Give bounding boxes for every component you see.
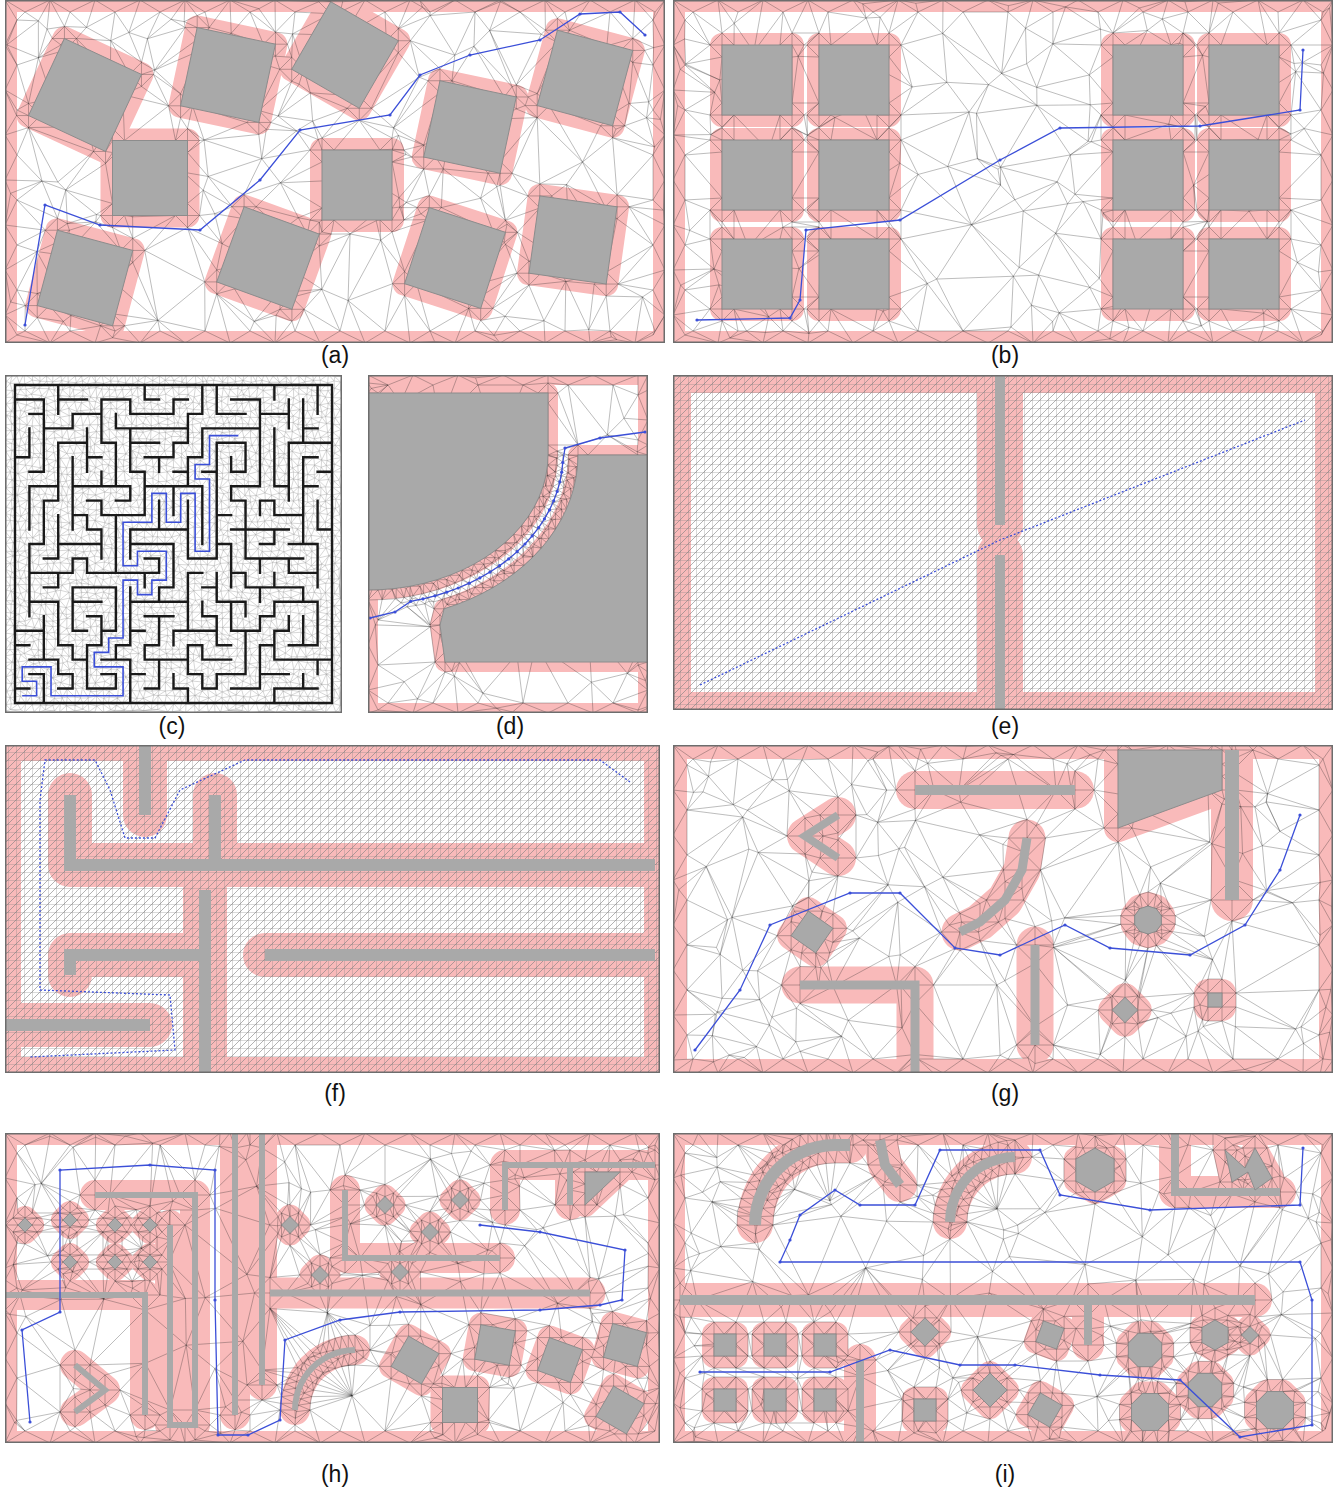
panel-ground bbox=[5, 0, 665, 343]
panel-frame bbox=[5, 0, 665, 343]
path-vertices bbox=[698, 1146, 1313, 1438]
navmesh-panel bbox=[673, 1133, 1333, 1443]
panel-ground bbox=[673, 0, 1333, 343]
navmesh-panel bbox=[368, 375, 648, 713]
panel-label: (e) bbox=[991, 714, 1019, 739]
panel-label: (f) bbox=[324, 1081, 346, 1106]
panel-frame bbox=[5, 375, 342, 713]
mesh-lines bbox=[5, 1133, 660, 1443]
panel-label: (b) bbox=[991, 343, 1019, 368]
navmesh-panel bbox=[673, 745, 1333, 1073]
panel-label: (c) bbox=[159, 714, 186, 739]
clearance-halo bbox=[5, 1133, 655, 1437]
path-line bbox=[25, 12, 645, 325]
path-vertices bbox=[23, 10, 646, 326]
navmesh-panel bbox=[673, 375, 1333, 710]
mesh-lines bbox=[368, 375, 648, 713]
panel-frame bbox=[673, 0, 1333, 343]
obstacle bbox=[368, 393, 648, 662]
obstacle bbox=[5, 1133, 655, 1434]
navmesh-panel bbox=[5, 1133, 660, 1443]
mesh-grid bbox=[5, 745, 660, 1073]
panel-label: (g) bbox=[991, 1081, 1019, 1106]
navmesh-panel bbox=[673, 0, 1333, 343]
mesh-lines bbox=[673, 745, 1333, 1073]
obstacle bbox=[680, 1133, 1293, 1443]
path-vertices bbox=[693, 813, 1301, 1051]
panel-ground bbox=[673, 745, 1333, 1073]
path-line bbox=[697, 50, 1303, 320]
navmesh-panel bbox=[5, 0, 665, 343]
mesh-grid bbox=[673, 375, 1333, 710]
path-vertices bbox=[20, 1163, 626, 1436]
clearance-halo bbox=[368, 380, 648, 708]
path-line bbox=[700, 420, 1305, 685]
obstacle bbox=[1000, 375, 1001, 710]
obstacle bbox=[29, 2, 633, 326]
path-vertices bbox=[695, 48, 1304, 321]
mesh-lines bbox=[673, 0, 1333, 343]
maze-walls bbox=[15, 385, 332, 703]
panel-label: (d) bbox=[496, 714, 524, 739]
panel-label: (a) bbox=[321, 343, 349, 368]
panel-frame bbox=[5, 1133, 660, 1443]
panel-label: (i) bbox=[995, 1462, 1015, 1487]
clearance-halo bbox=[680, 750, 1326, 1073]
mesh-lines bbox=[5, 0, 665, 343]
path-line bbox=[370, 432, 645, 618]
panel-label: (h) bbox=[321, 1462, 349, 1487]
path-line bbox=[700, 1148, 1312, 1437]
panel-frame bbox=[368, 375, 648, 713]
path-line bbox=[22, 1165, 625, 1435]
path-line bbox=[30, 760, 630, 1057]
panel-frame bbox=[673, 1133, 1333, 1443]
panel-frame bbox=[673, 745, 1333, 1073]
navmesh-panel bbox=[5, 375, 342, 713]
clearance-halo bbox=[11, 2, 659, 337]
navmesh-panel bbox=[5, 745, 660, 1073]
panel-frame bbox=[673, 375, 1333, 710]
obstacle bbox=[722, 45, 1279, 309]
path-line bbox=[695, 815, 1300, 1050]
panel-ground bbox=[5, 745, 660, 1073]
obstacle bbox=[5, 745, 655, 1073]
mesh-lines bbox=[5, 375, 342, 713]
path-vertices bbox=[368, 430, 646, 619]
mesh-lines bbox=[673, 1133, 1333, 1443]
panel-frame bbox=[5, 745, 660, 1073]
path-line bbox=[22, 436, 238, 696]
panel-ground bbox=[673, 375, 1333, 710]
obstacle bbox=[791, 750, 1232, 1073]
panel-ground bbox=[368, 375, 648, 713]
